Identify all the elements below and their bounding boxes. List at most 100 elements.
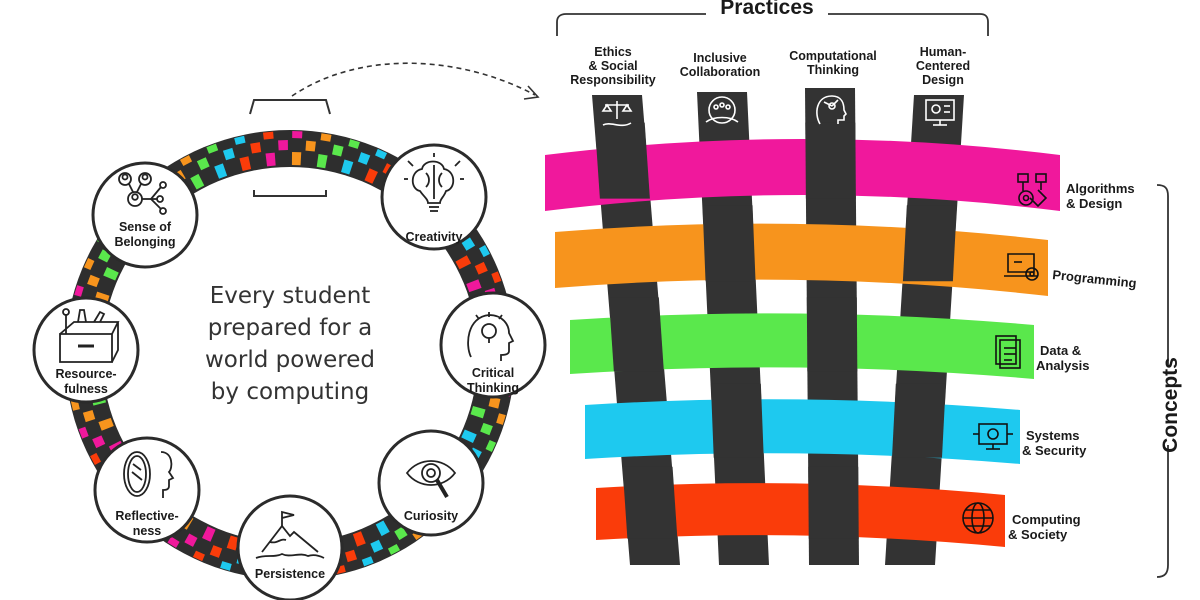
flowchart-gear-icon <box>1017 173 1048 208</box>
concept-label-data: Data & <box>1040 343 1081 358</box>
practice-pillar-over-segment <box>608 297 664 372</box>
ring-tile <box>214 163 228 179</box>
ring-tile <box>103 267 119 281</box>
practice-pillar-over-segment <box>806 297 858 372</box>
ring-tile <box>496 413 506 425</box>
label-line: Thinking <box>467 381 519 395</box>
ring-tile <box>292 131 303 139</box>
disposition-persistence: Persistence <box>236 494 344 600</box>
practice-label-design: Centered <box>916 59 970 73</box>
concept-label-society: Computing <box>1012 512 1081 527</box>
disposition-curiosity: Curiosity <box>377 429 485 537</box>
ring-tile <box>352 531 366 547</box>
practice-pillar-over-segment <box>702 205 756 282</box>
ring-tile <box>83 257 95 270</box>
label-line: Persistence <box>255 567 325 581</box>
ring-tile <box>461 237 476 251</box>
mountain-flag-icon <box>255 510 325 559</box>
ring-tile <box>239 156 252 171</box>
practice-label-computational: Computational <box>789 49 877 63</box>
ring-tile <box>74 285 84 297</box>
head-lightbulb-icon <box>467 312 515 361</box>
ring-tile <box>470 406 486 419</box>
ring-tile <box>98 417 114 431</box>
monitor-design-icon <box>925 99 955 126</box>
toolbox-icon <box>59 308 120 363</box>
practice-label-collaboration: Inclusive <box>693 51 747 65</box>
ring-tile <box>92 435 106 449</box>
scales-hand-icon <box>601 101 633 127</box>
ring-tile <box>375 520 390 537</box>
tagline-line-1: Every student <box>210 283 371 309</box>
practice-label-design: Design <box>922 73 964 87</box>
practice-label-ethics: & Social <box>588 59 637 73</box>
practice-pillar-over-segment <box>902 205 957 282</box>
ring-tile <box>90 452 101 466</box>
ring-tile <box>192 550 205 562</box>
practices-header: Practices <box>556 0 989 36</box>
ring-tile <box>341 159 354 175</box>
practices-concepts-weave <box>545 88 1060 565</box>
ring-tile <box>466 279 482 293</box>
collaboration-hands-icon <box>705 96 739 124</box>
brain-lightbulb-icon <box>404 153 464 212</box>
label-line: Reflective- <box>115 509 178 523</box>
ring-tile <box>387 544 401 555</box>
practices-title: Practices <box>720 0 813 19</box>
ring-tile <box>474 261 488 275</box>
label-line: fulness <box>64 382 108 396</box>
ring-tile <box>491 271 502 284</box>
concept-label-society: & Society <box>1008 527 1068 542</box>
disposition-sense-of-belonging: Sense of Belonging <box>91 161 199 269</box>
label-line: Resource- <box>55 367 116 381</box>
label-line: Critical <box>472 366 514 380</box>
ring-tile <box>87 274 100 288</box>
practice-pillar-over-segment <box>805 122 856 199</box>
ring-tile <box>250 142 262 154</box>
ring-tile <box>485 440 497 453</box>
practice-labels: Ethics & Social Responsibility Inclusive… <box>570 45 970 87</box>
ring-tile <box>455 255 472 270</box>
ring-tile <box>375 148 388 160</box>
dispositions: Sense of Belonging Creativity <box>32 143 547 600</box>
ring-tile <box>234 135 246 145</box>
ring-tile <box>305 140 316 152</box>
label-line: ness <box>133 524 162 538</box>
ring-tile <box>479 244 490 258</box>
mirror-face-icon <box>123 451 175 498</box>
ring-tile <box>82 410 96 423</box>
ring-tile <box>206 143 219 154</box>
ring-tile <box>316 154 328 169</box>
concepts-bracket: Concepts <box>1156 184 1182 578</box>
practice-label-design: Human- <box>920 45 967 59</box>
people-network-icon <box>118 172 167 215</box>
tagline-line-4: by computing <box>211 379 369 405</box>
practice-label-ethics: Ethics <box>594 45 632 59</box>
concept-band-data-analysis <box>570 313 1034 379</box>
ring-tile <box>370 539 384 553</box>
concepts-title: Concepts <box>1159 357 1182 453</box>
ring-tile <box>291 152 302 166</box>
ring-tile <box>184 533 198 547</box>
label-line: Curiosity <box>404 509 458 523</box>
concept-label-programming: Programming <box>1052 267 1138 291</box>
practice-label-collaboration: Collaboration <box>680 65 761 79</box>
label-line: Creativity <box>406 230 463 244</box>
practice-pillar-over-segment <box>622 466 678 539</box>
practice-pillar-over-segment <box>808 466 859 539</box>
ring-tile <box>190 173 205 190</box>
monitor-security-icon <box>973 423 1013 450</box>
label-line: Sense of <box>119 220 172 234</box>
ring-tile <box>262 131 274 140</box>
eye-magnifier-icon <box>405 460 457 499</box>
ring-tile <box>167 536 180 548</box>
concept-label-algorithms: Algorithms <box>1066 181 1135 196</box>
practice-pillar-over-segment <box>891 383 946 458</box>
tagline-line-2: prepared for a <box>208 315 372 341</box>
ring-tile <box>202 526 216 542</box>
ring-tile <box>394 526 408 541</box>
label-line: Belonging <box>114 235 175 249</box>
ring-tile <box>348 139 360 149</box>
